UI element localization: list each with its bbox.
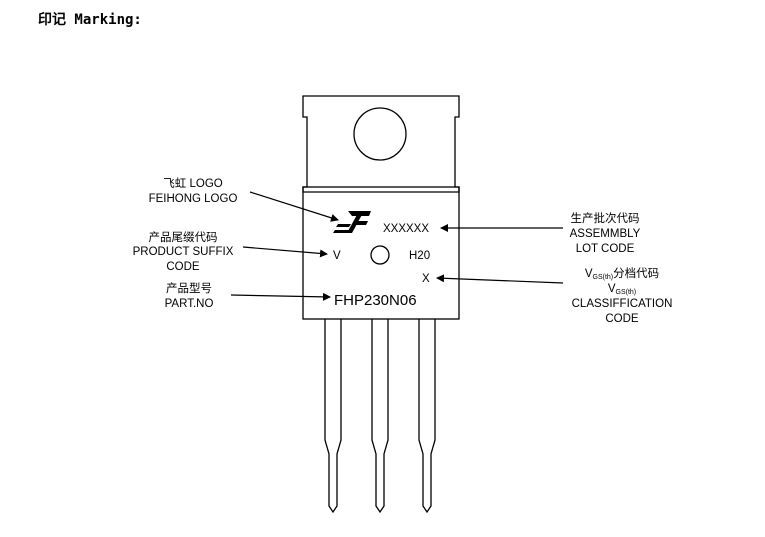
part-number-marking: FHP230N06 bbox=[334, 292, 417, 309]
package-body bbox=[302, 186, 460, 320]
lead-center bbox=[371, 319, 389, 514]
svg-text:产品尾缀代码: 产品尾缀代码 bbox=[149, 230, 218, 244]
feihong-logo-icon bbox=[333, 211, 371, 233]
lead-left bbox=[324, 319, 342, 514]
svg-text:CODE: CODE bbox=[605, 313, 639, 325]
svg-text:CLASSIFFICATION: CLASSIFFICATION bbox=[572, 298, 673, 310]
to220-package bbox=[302, 95, 460, 514]
svg-text:LOT CODE: LOT CODE bbox=[576, 243, 635, 255]
suffix-marking: V bbox=[333, 250, 341, 262]
svg-text:PRODUCT SUFFIX: PRODUCT SUFFIX bbox=[133, 246, 234, 258]
package-tab bbox=[302, 95, 460, 193]
svg-text:ASSEMMBLY: ASSEMMBLY bbox=[570, 228, 641, 240]
arrow-logo bbox=[249, 191, 339, 222]
svg-text:飞虹 LOGO: 飞虹 LOGO bbox=[163, 177, 222, 190]
page-title: 印记 Marking: bbox=[38, 11, 142, 28]
svg-text:生产批次代码: 生产批次代码 bbox=[571, 211, 640, 225]
svg-text:VGS(th)分档代码: VGS(th)分档代码 bbox=[585, 266, 659, 281]
vgs-class-label: VGS(th)分档代码 VGS(th) CLASSIFFICATION CODE bbox=[572, 266, 673, 325]
vgs-class-marking: X bbox=[422, 273, 430, 285]
ejector-pin-mark bbox=[370, 245, 390, 265]
lead-right bbox=[418, 319, 436, 514]
part-no-label: 产品型号 PART.NO bbox=[165, 281, 214, 310]
arrow-suffix bbox=[242, 246, 328, 258]
lot-code-marking: XXXXXX bbox=[383, 223, 429, 235]
arrow-part-no bbox=[230, 292, 331, 301]
lot-code-label: 生产批次代码 ASSEMMBLY LOT CODE bbox=[570, 211, 641, 255]
logo-label: 飞虹 LOGO FEIHONG LOGO bbox=[149, 177, 238, 205]
arrow-vgs-class bbox=[436, 274, 564, 284]
svg-text:产品型号: 产品型号 bbox=[166, 281, 212, 295]
svg-text:VGS(th): VGS(th) bbox=[608, 283, 636, 296]
h20-marking: H20 bbox=[409, 250, 430, 262]
svg-text:PART.NO: PART.NO bbox=[165, 298, 214, 310]
mounting-hole bbox=[353, 107, 407, 161]
svg-text:CODE: CODE bbox=[166, 261, 200, 273]
suffix-label: 产品尾缀代码 PRODUCT SUFFIX CODE bbox=[133, 230, 234, 273]
svg-text:FEIHONG LOGO: FEIHONG LOGO bbox=[149, 193, 238, 205]
